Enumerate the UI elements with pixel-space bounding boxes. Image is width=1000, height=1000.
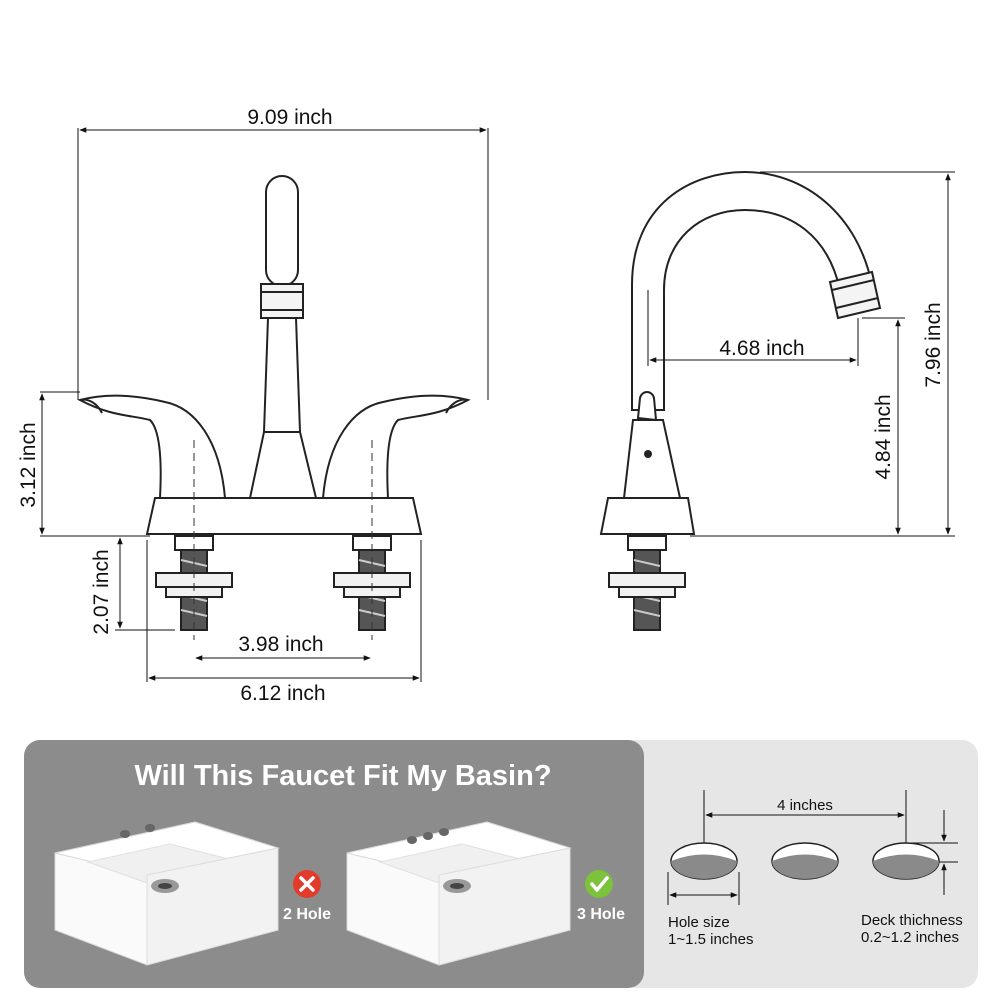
option-2-hole-label: 2 Hole (283, 906, 331, 923)
basin-3-hole (346, 821, 572, 966)
fit-panel-title: Will This Faucet Fit My Basin? (134, 760, 551, 792)
side-handle (636, 391, 658, 422)
total-height-label: 7.96 inch (922, 302, 945, 387)
hole-left (670, 842, 738, 880)
front-dimension-lines (39, 127, 489, 682)
front-view-faucet (77, 175, 471, 631)
side-view-faucet (599, 170, 882, 631)
basin-2-hole (54, 821, 280, 966)
front-aerator (260, 283, 304, 319)
front-deck-plate (145, 497, 423, 535)
side-body (622, 419, 682, 499)
shank-length-label: 2.07 inch (90, 549, 113, 634)
hole-size-value: 1~1.5 inches (668, 931, 753, 948)
option-3-hole-label: 3 Hole (577, 906, 625, 923)
deck-thickness-value: 0.2~1.2 inches (861, 929, 959, 946)
hole-right (872, 842, 940, 880)
front-spout-top (265, 175, 299, 287)
spout-reach-label: 4.68 inch (719, 337, 804, 360)
base-width-label: 6.12 inch (240, 682, 325, 705)
side-deck-plate (599, 497, 696, 535)
deck-thickness-label: Deck thichness (861, 912, 963, 929)
side-shank (608, 535, 686, 631)
overall-width-label: 9.09 inch (247, 106, 332, 129)
cross-badge (293, 870, 321, 898)
front-spout-pipe (262, 317, 302, 433)
center-spacing-label: 3.98 inch (238, 633, 323, 656)
spout-clearance-label: 4.84 inch (872, 394, 895, 479)
side-dimension-lines (647, 171, 955, 537)
check-badge (585, 870, 613, 898)
hole-middle (771, 842, 839, 880)
handle-height-label: 3.12 inch (17, 422, 40, 507)
hole-spec-diagram (667, 790, 958, 905)
front-spout-base (248, 431, 318, 499)
hole-spacing-label: 4 inches (777, 797, 833, 814)
hole-size-label: Hole size (668, 914, 730, 931)
center-lines (193, 440, 373, 640)
